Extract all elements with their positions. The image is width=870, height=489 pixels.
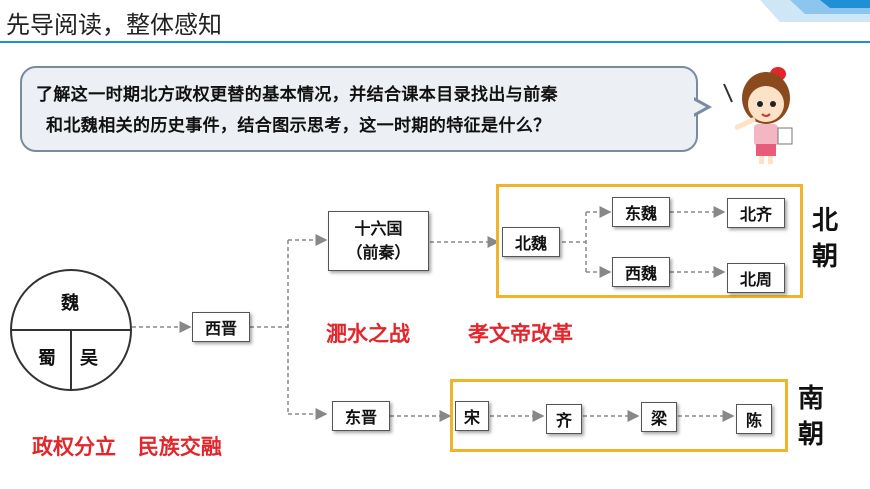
north-char-1: 北: [811, 206, 838, 236]
question-line-2: 和北魏相关的历史事件，结合图示思考，这一时期的特征是什么？: [46, 116, 551, 136]
northern-dynasties-frame: [496, 184, 803, 298]
node-song: 宋: [455, 401, 489, 431]
node-sixteen-kingdoms: 十六国 （前秦）: [328, 211, 429, 271]
header-corner-decoration: [760, 0, 870, 22]
node-chen: 陈: [736, 404, 772, 434]
southern-dynasties-label: 南 朝: [796, 381, 826, 453]
north-char-2: 朝: [811, 242, 838, 272]
three-kingdoms-circle: [10, 269, 132, 391]
event-xiaowen-reform: 孝文帝改革: [468, 322, 573, 346]
node-beizhou: 北周: [727, 263, 785, 293]
node-xijin: 西晋: [192, 312, 250, 342]
node-dongjin: 东晋: [332, 401, 390, 431]
kingdom-wei: 魏: [61, 293, 79, 314]
south-char-1: 南: [797, 384, 824, 414]
kingdom-wu: 吴: [80, 348, 98, 369]
header-divider: [0, 41, 870, 43]
node-sixteen-line1: 十六国: [354, 219, 403, 238]
node-dongwei: 东魏: [612, 197, 670, 227]
node-xiwei: 西魏: [612, 257, 670, 287]
node-qi: 齐: [546, 404, 582, 434]
node-beiqi: 北齐: [727, 198, 785, 228]
bubble-tail-inner: [693, 100, 706, 114]
south-char-2: 朝: [797, 420, 824, 450]
node-sixteen-line2: （前秦）: [346, 243, 411, 262]
northern-dynasties-label: 北 朝: [810, 203, 840, 275]
page-title: 先导阅读，整体感知: [6, 11, 222, 39]
era-feature: 政权分立 民族交融: [32, 435, 222, 459]
kingdom-shu: 蜀: [38, 348, 56, 369]
southern-dynasties-frame: [450, 379, 788, 452]
question-text: 了解这一时期北方政权更替的基本情况，并结合课本目录找出与前秦 和北魏相关的历史事…: [36, 80, 696, 142]
event-feishui-battle: 淝水之战: [326, 322, 410, 346]
teacher-icon: [723, 67, 793, 164]
question-bubble: [20, 66, 698, 152]
node-beiwei: 北魏: [502, 227, 560, 257]
node-liang: 梁: [641, 402, 677, 432]
question-line-1: 了解这一时期北方政权更替的基本情况，并结合课本目录找出与前秦: [36, 85, 558, 105]
